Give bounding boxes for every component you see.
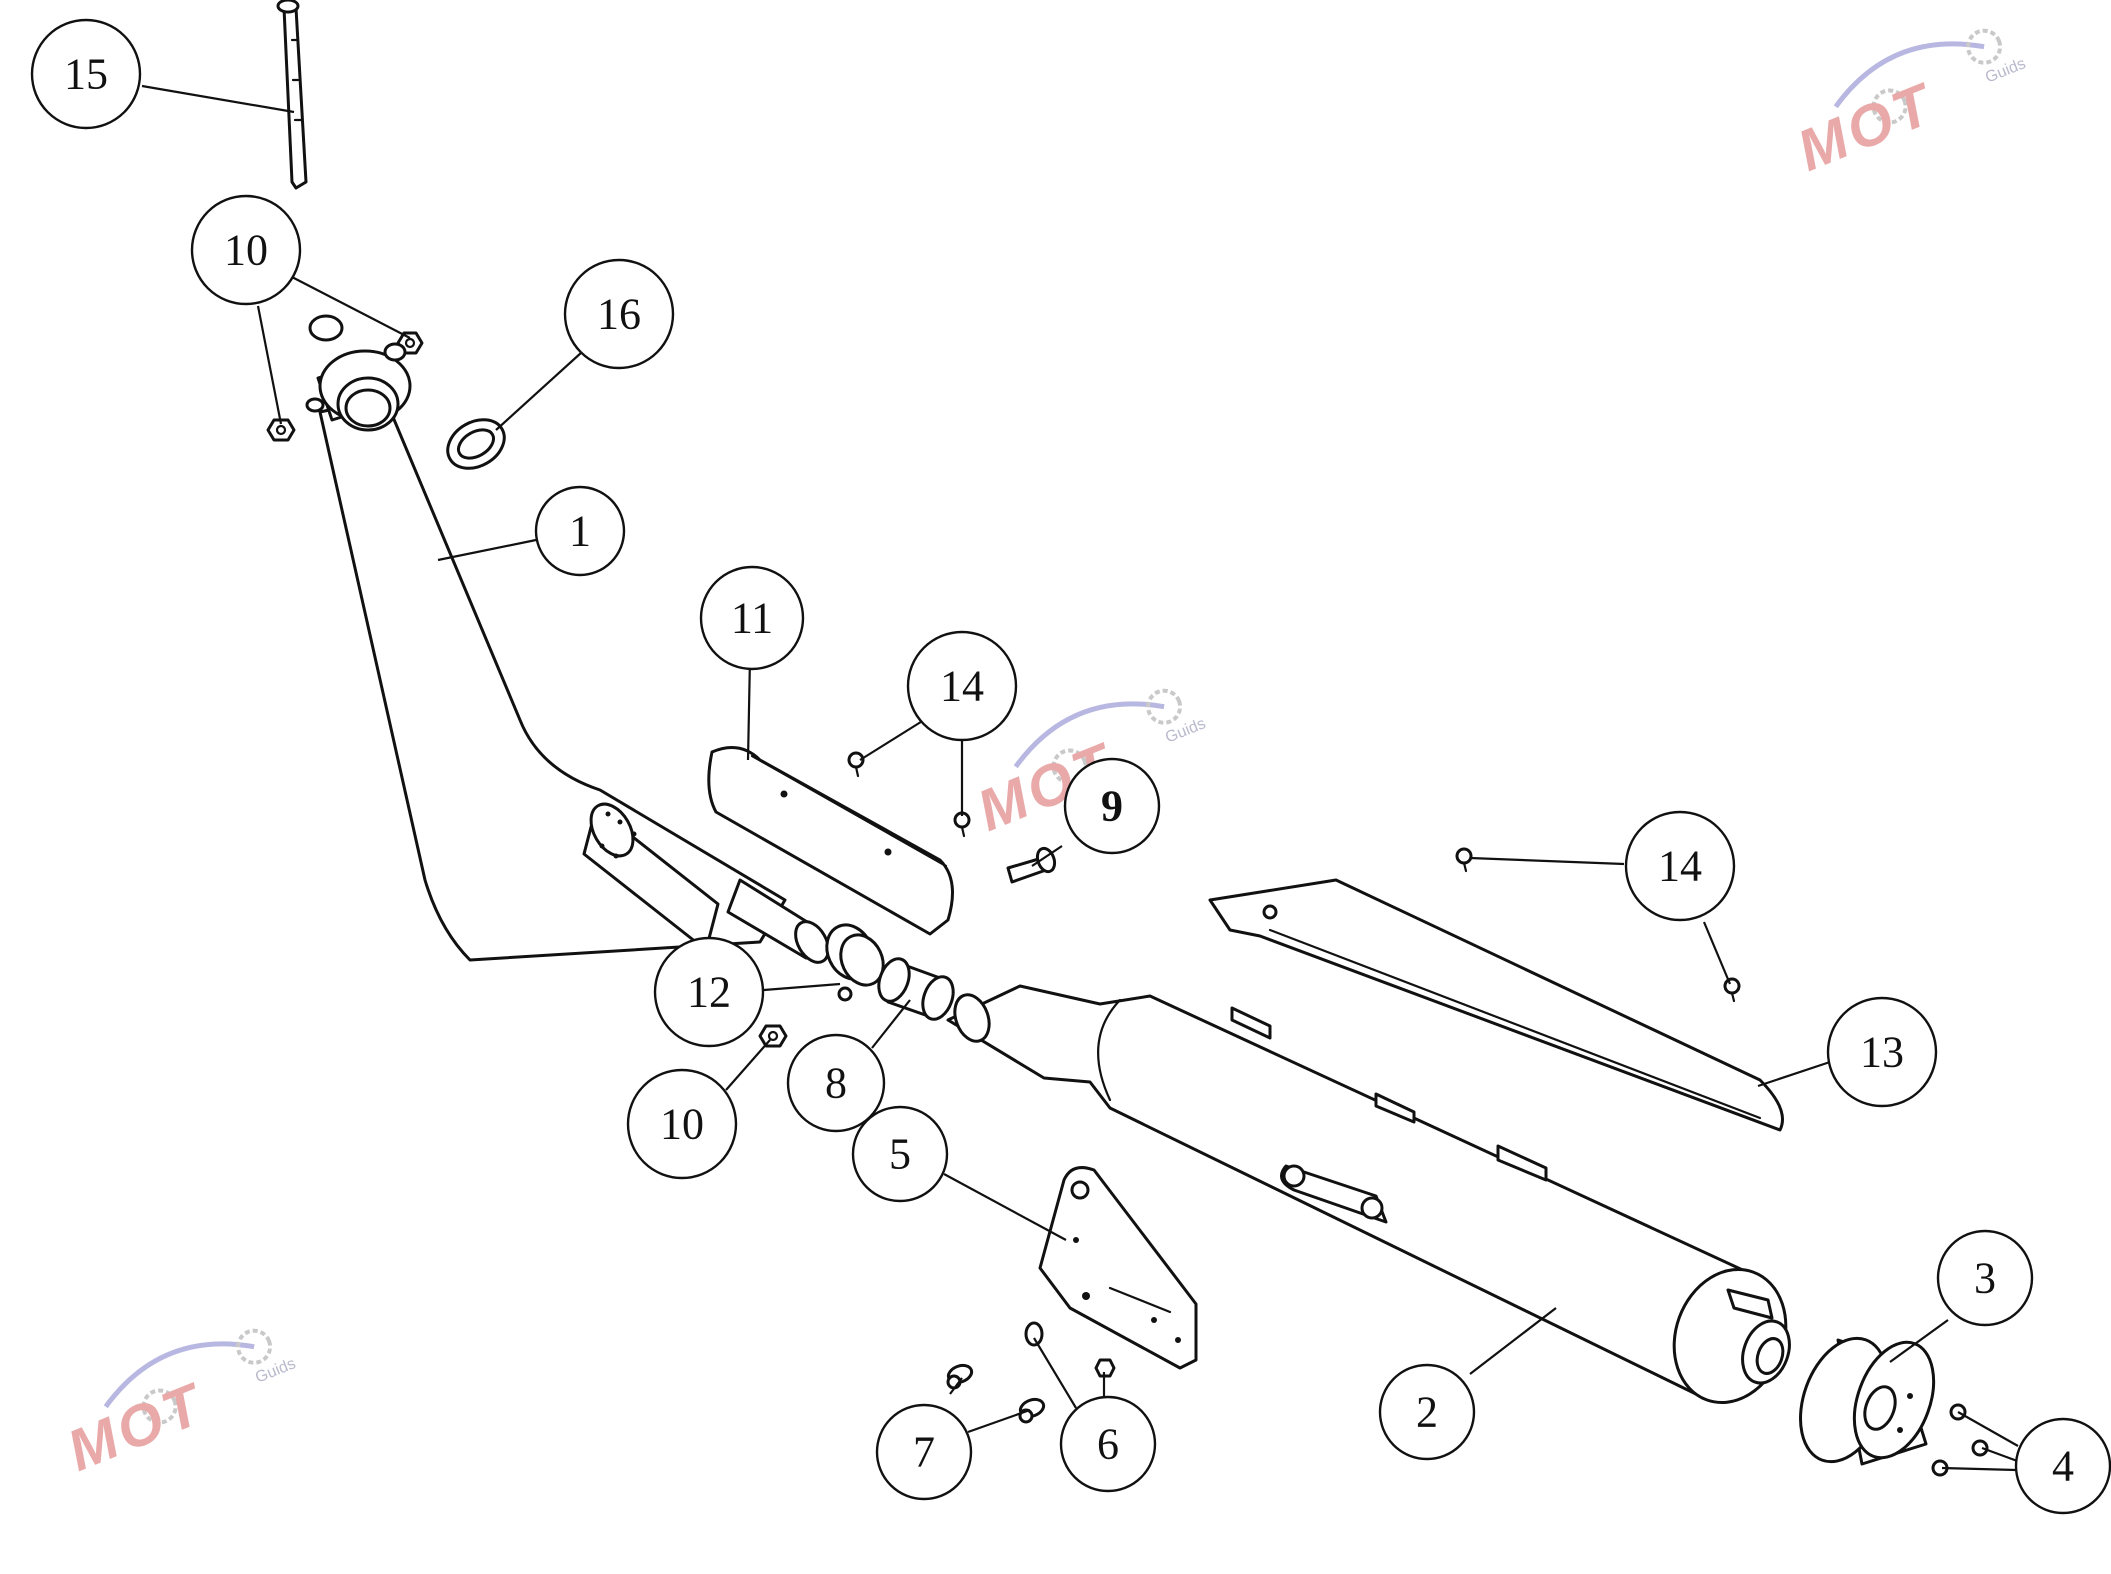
callout-14-b-label: 14 [1658,842,1702,891]
leader-7-b [967,1408,1031,1434]
callout-12-label: 12 [687,968,731,1017]
leader-13 [1757,1060,1831,1088]
callout-12: 12 [653,936,765,1048]
leader-1 [437,538,537,562]
callout-8-label: 8 [825,1059,847,1108]
part-6-nut-b [1094,1358,1116,1378]
part-14-screw-c [1455,847,1473,873]
callout-16: 16 [563,258,675,370]
callout-14-a-label: 14 [940,662,984,711]
part-7-bolt-b [1018,1397,1046,1424]
callout-2-label: 2 [1416,1388,1438,1437]
part-7-bolt-a [946,1363,974,1390]
part-12-clamp [825,923,885,1002]
part-9-bolt [1006,846,1057,884]
leader-10-top-b [256,305,283,425]
leader-3 [1889,1319,1949,1363]
part-14-screw-a [847,751,865,778]
part-5-bracket [1038,1166,1198,1370]
leader-5 [943,1173,1067,1241]
callout-9: 9 [1063,757,1161,855]
watermark-top-right: MOT Guids [1789,28,2028,184]
callout-10-top-label: 10 [224,226,268,275]
part-14-screw-b [953,811,971,838]
leader-6-a [1033,1337,1077,1409]
callout-15-label: 15 [64,50,108,99]
part-2-muffler [946,984,1791,1405]
part-16-gasket [446,418,506,470]
leader-10-top-a [289,275,411,339]
leader-15 [141,84,295,114]
callout-1: 1 [534,485,626,577]
leader-14-c [1469,856,1625,866]
callout-15: 15 [30,18,142,130]
leader-7-a [949,1377,963,1395]
part-8-connector-sleeve [877,957,955,1021]
leader-4-c [1941,1466,2017,1472]
part-10-nut-top-left [266,418,296,442]
part-11-heat-shield [707,746,954,936]
leader-11 [746,657,752,761]
callout-3: 3 [1936,1229,2034,1327]
callout-4-label: 4 [2052,1442,2074,1491]
part-13-muffler-shield [1208,878,1784,1132]
leader-14-d [1702,921,1732,985]
callout-11: 11 [699,565,805,671]
callout-13: 13 [1826,996,1938,1108]
part-10-nut-lower [758,1024,788,1048]
callout-1-label: 1 [569,507,591,556]
leader-16 [495,351,583,431]
leader-14-a [859,719,925,761]
callout-8: 8 [786,1033,886,1133]
watermark-text: MOT [1789,71,1944,184]
part-3-end-cap [1799,1336,1936,1466]
part-6-nut-a [1024,1321,1044,1347]
part-4-screw-b [1971,1439,1989,1457]
callout-13-label: 13 [1860,1028,1904,1077]
callout-7-label: 7 [913,1428,935,1477]
part-14-screw-d [1723,977,1741,1003]
watermark-bottom-left: MOT Guids [59,1328,298,1484]
callout-14-b: 14 [1624,810,1736,922]
callout-10-lower: 10 [626,1068,738,1180]
leader-9 [1031,845,1063,867]
callout-5-label: 5 [889,1130,911,1179]
callout-14-a: 14 [906,630,1018,742]
callout-6: 6 [1059,1395,1157,1493]
callout-4: 4 [2014,1417,2111,1515]
leader-4-b [1981,1446,2021,1464]
callout-6-label: 6 [1097,1420,1119,1469]
leader-10-lower [725,1039,771,1091]
watermark-text: MOT [59,1371,214,1484]
callout-16-label: 16 [597,290,641,339]
leader-8 [871,999,911,1049]
leader-4-a [1957,1411,2019,1447]
callout-10-lower-label: 10 [660,1100,704,1149]
callout-10-top: 10 [190,194,302,306]
callout-9-label: 9 [1101,782,1123,831]
leader-2 [1469,1307,1557,1375]
callout-5: 5 [851,1105,949,1203]
callout-2: 2 [1378,1363,1476,1461]
callout-11-label: 11 [731,594,773,643]
leader-12 [763,982,841,992]
callout-7: 7 [875,1403,973,1501]
callout-3-label: 3 [1974,1254,1996,1303]
part-15-long-stud [276,0,308,190]
